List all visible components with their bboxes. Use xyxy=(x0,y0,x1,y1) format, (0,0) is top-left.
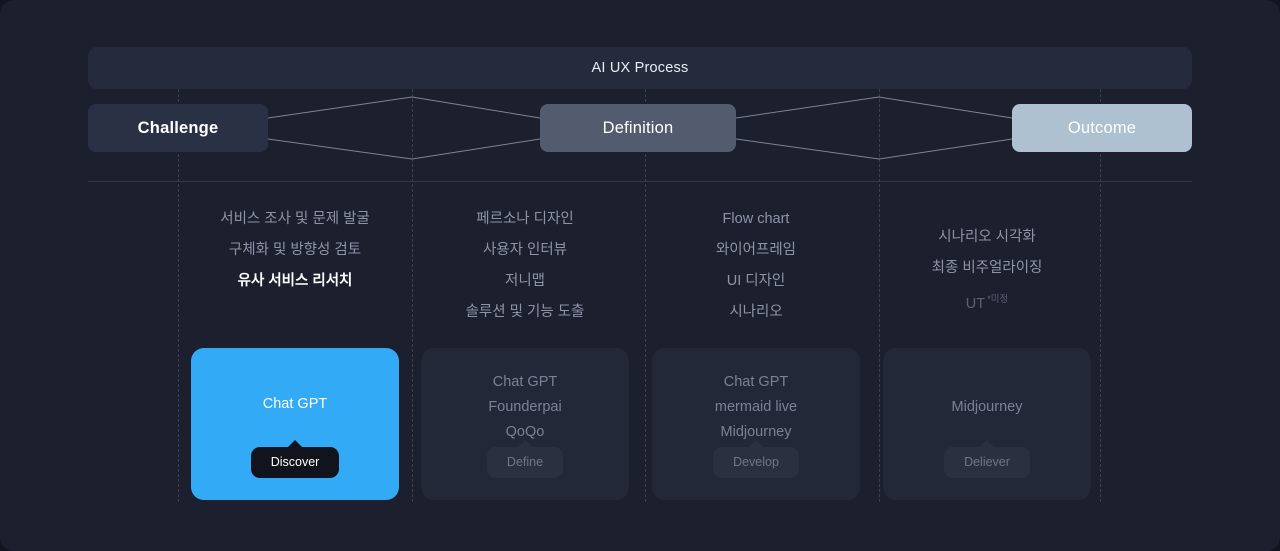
stage-pill-define[interactable]: Define xyxy=(486,447,564,478)
step-item: 사용자 인터뷰 xyxy=(482,242,568,258)
step-item: 서비스 조사 및 문제 발굴 xyxy=(220,211,370,227)
guide-line-horizontal xyxy=(88,181,1192,182)
guide-line-2 xyxy=(412,89,413,502)
stage-pill-discover[interactable]: Discover xyxy=(250,447,340,478)
stage-pill-develop[interactable]: Develop xyxy=(713,447,799,478)
step-item: 시나리오 xyxy=(729,304,783,320)
pill-notch-icon xyxy=(287,440,303,448)
step-item-note: *미정 xyxy=(987,294,1009,305)
tool-list: Chat GPT xyxy=(191,392,399,447)
step-item: UI 디자인 xyxy=(726,273,786,289)
stage-pill-wrap: Deliever xyxy=(944,440,1030,478)
step-column-3: Flow chart 와이어프레임 UI 디자인 시나리오 xyxy=(652,204,860,328)
guide-line-3 xyxy=(645,89,646,502)
tool-list: Midjourney xyxy=(883,368,1091,447)
pill-notch-icon xyxy=(516,440,533,448)
step-item: 최종 비주얼라이징 xyxy=(931,260,1043,276)
step-item: 와이어프레임 xyxy=(715,242,797,258)
phase-box-outcome[interactable]: Outcome xyxy=(1012,104,1192,152)
guide-line-1 xyxy=(178,89,179,502)
step-item: 구체화 및 방향성 검토 xyxy=(228,242,362,258)
step-item: 저니맵 xyxy=(504,273,546,289)
step-column-2: 페르소나 디자인 사용자 인터뷰 저니맵 솔루션 및 기능 도출 xyxy=(421,204,629,328)
stage-pill-deliever[interactable]: Deliever xyxy=(944,447,1030,478)
step-column-1: 서비스 조사 및 문제 발굴 구체화 및 방향성 검토 유사 서비스 리서치 xyxy=(191,204,399,297)
step-item-label: UT xyxy=(965,295,986,312)
tool-item: QoQo xyxy=(505,424,545,440)
phase-box-challenge[interactable]: Challenge xyxy=(88,104,268,152)
step-item: 시나리오 시각화 xyxy=(938,229,1036,245)
page-title: AI UX Process xyxy=(591,60,689,76)
tool-card-discover[interactable]: Chat GPT Discover xyxy=(191,348,399,500)
guide-line-4 xyxy=(879,89,880,502)
tool-item: Founderpai xyxy=(488,399,562,415)
step-item: 페르소나 디자인 xyxy=(476,211,574,227)
tool-card-define[interactable]: Chat GPT Founderpai QoQo Define xyxy=(421,348,629,500)
tool-item: Midjourney xyxy=(951,399,1023,415)
pill-notch-icon xyxy=(978,440,995,448)
tool-item: Chat GPT xyxy=(262,396,328,412)
stage-pill-wrap: Define xyxy=(486,440,564,478)
step-column-4: 시나리오 시각화 최종 비주얼라이징 UT*미정 xyxy=(883,222,1091,320)
tool-item: Chat GPT xyxy=(492,374,558,390)
guide-line-5 xyxy=(1100,89,1101,502)
process-title-bar: AI UX Process xyxy=(88,47,1192,89)
tool-card-develop[interactable]: Chat GPT mermaid live Midjourney Develop xyxy=(652,348,860,500)
stage-pill-wrap: Discover xyxy=(250,440,340,478)
pill-notch-icon xyxy=(748,440,764,448)
step-item: 솔루션 및 기능 도출 xyxy=(465,304,585,320)
step-item-highlighted: 유사 서비스 리서치 xyxy=(237,273,353,289)
tool-item: Midjourney xyxy=(720,424,792,440)
tool-item: Chat GPT xyxy=(723,374,789,390)
phase-label: Definition xyxy=(602,118,674,137)
tool-list: Chat GPT mermaid live Midjourney xyxy=(652,368,860,447)
step-item-pending: UT*미정 xyxy=(966,284,1009,320)
phase-label: Outcome xyxy=(1067,118,1137,137)
tool-list: Chat GPT Founderpai QoQo xyxy=(421,368,629,447)
tool-item: mermaid live xyxy=(714,399,798,415)
phase-label: Challenge xyxy=(137,118,219,137)
stage-pill-wrap: Develop xyxy=(713,440,799,478)
tool-card-deliever[interactable]: Midjourney Deliever xyxy=(883,348,1091,500)
phase-box-definition[interactable]: Definition xyxy=(540,104,736,152)
step-item: Flow chart xyxy=(722,211,790,227)
